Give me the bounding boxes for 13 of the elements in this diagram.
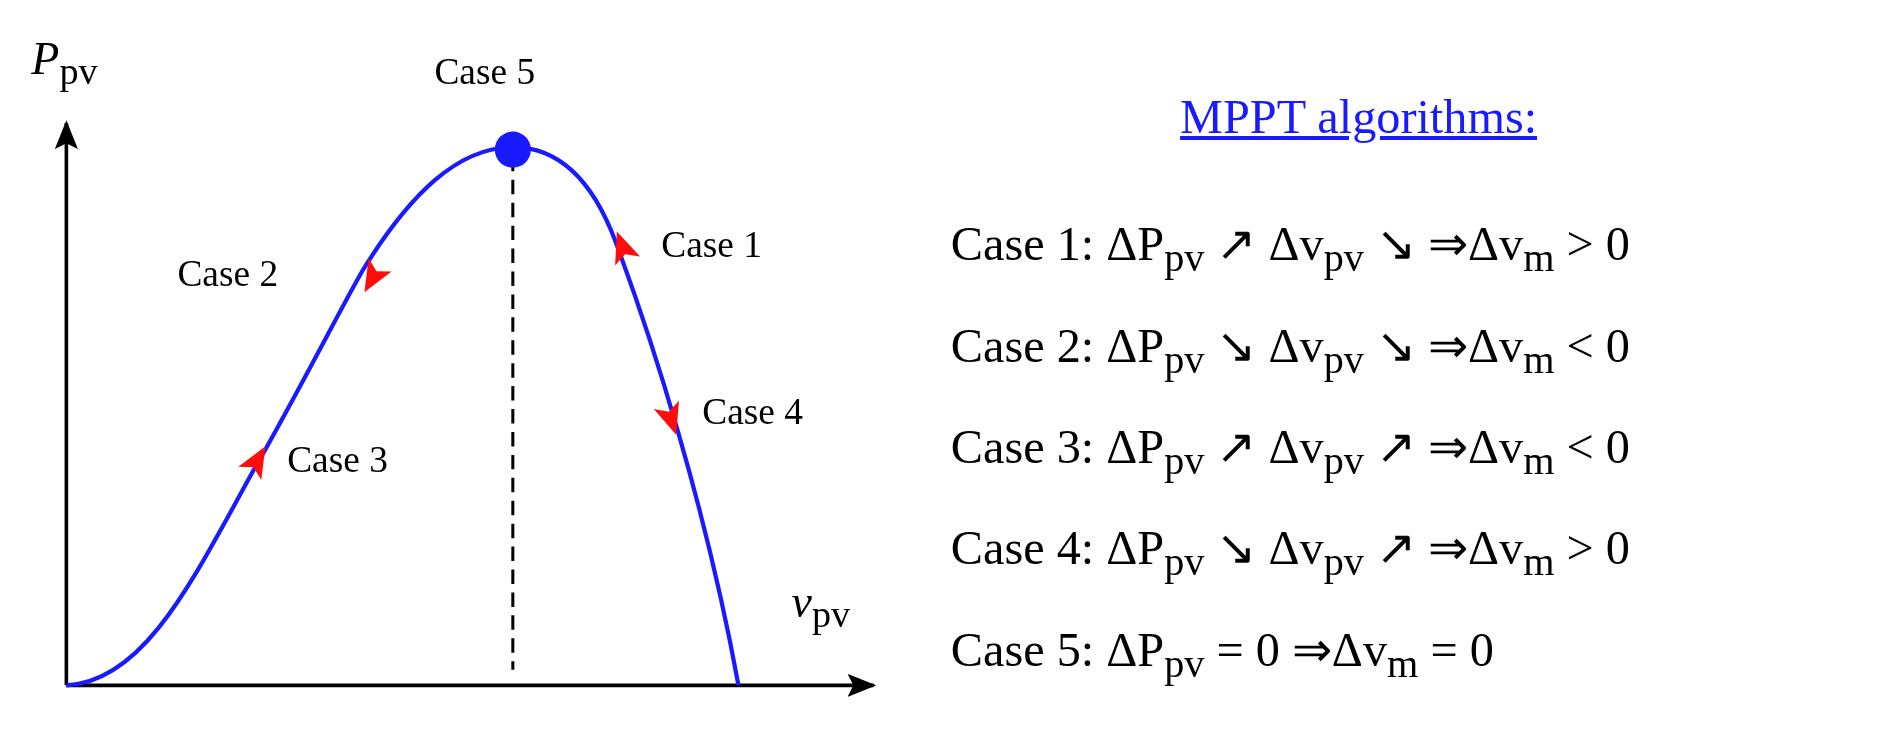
curve-label: Case 3	[287, 439, 388, 481]
curve-label: Case 4	[702, 390, 803, 433]
formula-text: Case 3: ΔP$_{pv}$ ↗ Δv$_{pv}$ ↗ ⇒Δv$_{m}$ < 0	[950, 419, 1630, 483]
formula-text: Case 4: ΔP$_{pv}$ ↘ Δv$_{pv}$ ↗ ⇒Δv$_{m}$ > 0	[950, 521, 1630, 585]
axis-label: v$_{pv}$	[791, 576, 851, 635]
curve-label: Case 5	[434, 50, 536, 92]
formula-text: Case 1: ΔP$_{pv}$ ↗ Δv$_{pv}$ ↘ ⇒Δv$_{m}$ > 0	[950, 217, 1630, 281]
axis-label: P$_{pv}$	[31, 33, 98, 92]
curve-label: Case 2	[177, 253, 279, 295]
heading: MPPT algorithms:	[1180, 90, 1538, 144]
formula-text: Case 5: ΔP$_{pv}$ = 0 ⇒Δv$_{m}$ = 0	[950, 622, 1494, 686]
curve-label: Case 1	[661, 224, 762, 266]
formula-text: Case 2: ΔP$_{pv}$ ↘ Δv$_{pv}$ ↘ ⇒Δv$_{m}$ < 0	[950, 318, 1630, 382]
